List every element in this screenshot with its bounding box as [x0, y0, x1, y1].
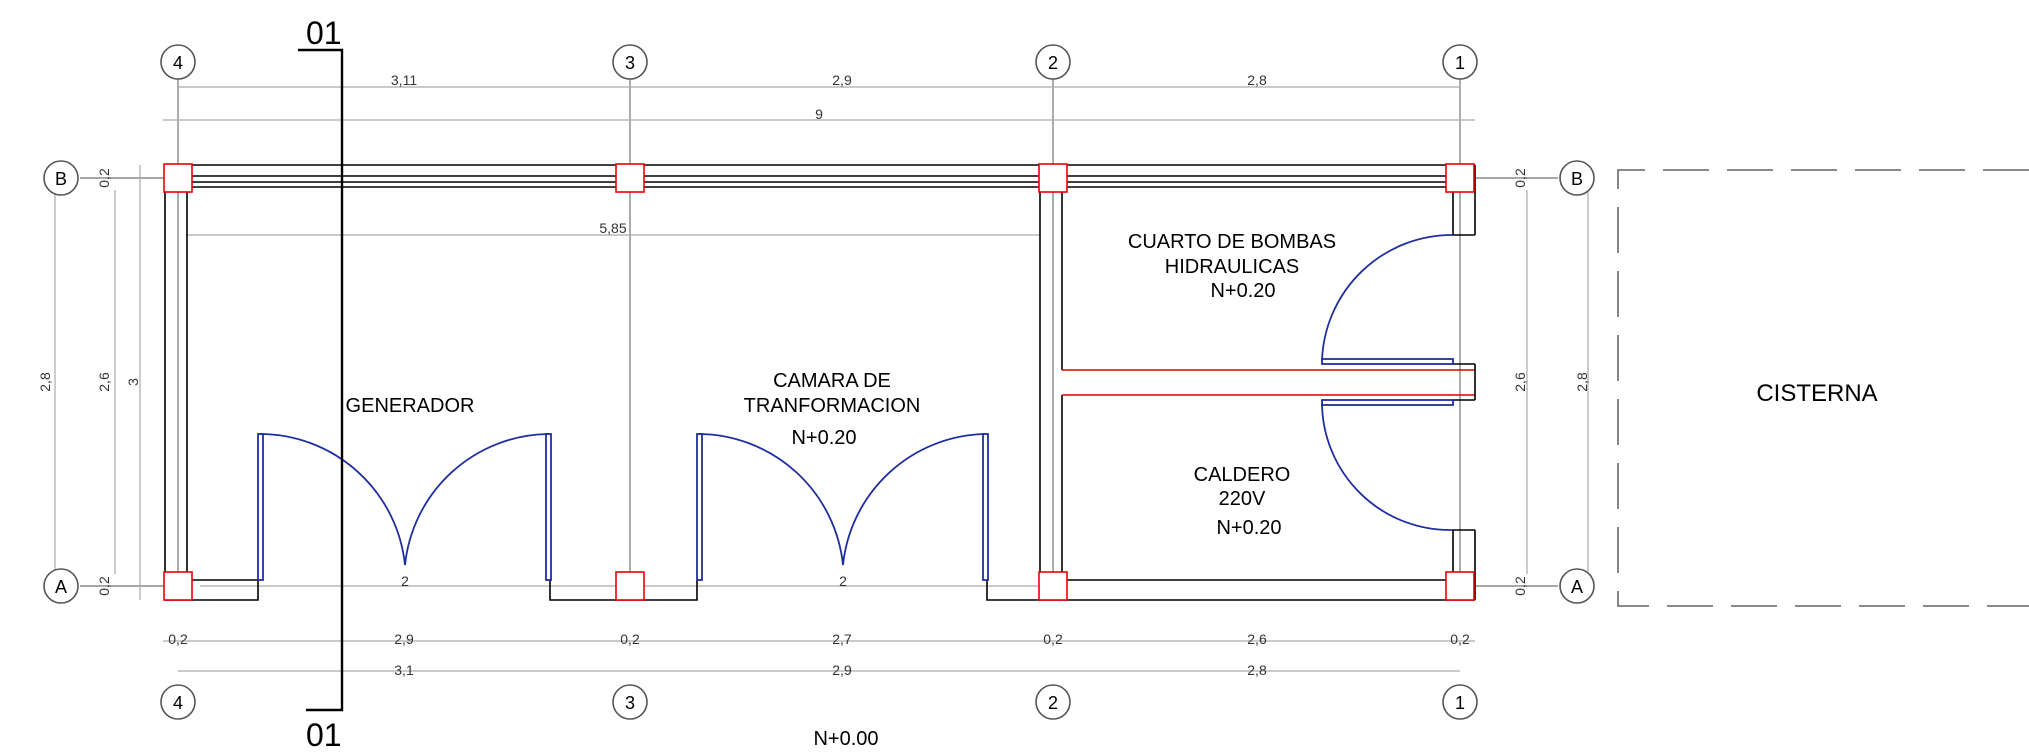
room-camara-line1: CAMARA DE — [773, 370, 891, 392]
door-swing — [404, 433, 549, 566]
dim-right-bottom-small: 0,2 — [1512, 576, 1528, 596]
column — [1445, 571, 1475, 601]
dim-left-top-small: 0,2 — [96, 168, 112, 188]
section-cut: 01 01 — [298, 15, 344, 753]
dim-right-top-small: 0,2 — [1512, 168, 1528, 188]
room-caldero-level: N+0.20 — [1216, 517, 1281, 539]
door-leaf — [1321, 399, 1454, 406]
dim-door-generador: 2 — [401, 573, 409, 589]
door-leaf — [982, 433, 989, 581]
doors — [257, 234, 1454, 581]
column — [615, 163, 645, 193]
dim-bottom-c: 0,2 — [620, 631, 640, 647]
dim-inner-top: 5,85 — [599, 220, 626, 236]
axis-label-a-left: A — [55, 577, 67, 597]
axis-label-1-bottom: 1 — [1455, 693, 1465, 713]
dim-left-outer: 2,8 — [37, 372, 53, 392]
axis-label-a-right: A — [1571, 577, 1583, 597]
dim-bottom-b: 2,9 — [394, 631, 414, 647]
room-caldero-line1: CALDERO — [1194, 464, 1291, 486]
room-labels: GENERADOR CAMARA DE TRANFORMACION N+0.20… — [346, 231, 1337, 539]
dim-door-camara: 2 — [839, 573, 847, 589]
axis-label-3-top: 3 — [625, 53, 635, 73]
room-bombas-line2: HIDRAULICAS — [1165, 256, 1299, 278]
room-cisterna: CISTERNA — [1756, 380, 1877, 407]
axis-label-1-top: 1 — [1455, 53, 1465, 73]
room-bombas-level: N+0.20 — [1210, 280, 1275, 302]
door-swing — [1321, 234, 1454, 362]
dim-top-3-2: 2,9 — [832, 72, 852, 88]
door-swing — [842, 433, 986, 566]
door-leaf — [545, 433, 552, 581]
room-camara-line2: TRANFORMACION — [744, 395, 921, 417]
dim-bottom2-3-2: 2,9 — [832, 662, 852, 678]
room-generador: GENERADOR — [346, 395, 475, 417]
column — [1445, 163, 1475, 193]
dim-bottom-e: 0,2 — [1043, 631, 1063, 647]
room-bombas-line1: CUARTO DE BOMBAS — [1128, 231, 1336, 253]
door-leaf — [1321, 358, 1454, 365]
axis-label-4-top: 4 — [173, 53, 183, 73]
door-swing — [1321, 402, 1454, 531]
door-leaf — [696, 433, 703, 581]
axis-label-2-top: 2 — [1048, 53, 1058, 73]
door-swing — [259, 433, 406, 566]
dim-top-2-1: 2,8 — [1247, 72, 1267, 88]
axis-bubbles: 4 3 2 1 4 3 2 1 B B A A — [43, 44, 1595, 720]
room-camara-level: N+0.20 — [791, 427, 856, 449]
axis-label-3-bottom: 3 — [625, 693, 635, 713]
dim-bottom-d: 2,7 — [832, 631, 852, 647]
dim-left-bottom-small: 0,2 — [96, 576, 112, 596]
cisterna-area: CISTERNA — [1617, 169, 2029, 607]
door-leaf — [257, 433, 264, 581]
grid-lines — [80, 76, 1558, 600]
dim-top-4-3: 3,11 — [391, 72, 417, 88]
dim-bottom2-2-1: 2,8 — [1247, 662, 1267, 678]
axis-label-b-right: B — [1571, 169, 1583, 189]
dim-bottom2-4-3: 3,1 — [394, 662, 414, 678]
dim-top-total: 9 — [815, 106, 823, 122]
axis-label-2-bottom: 2 — [1048, 693, 1058, 713]
axis-label-4-bottom: 4 — [173, 693, 183, 713]
column — [163, 571, 193, 601]
door-swing — [698, 433, 844, 566]
column — [615, 571, 645, 601]
dim-right-outer: 2,8 — [1574, 372, 1590, 392]
dim-bottom-a: 0,2 — [168, 631, 188, 647]
column — [1038, 163, 1068, 193]
dim-left-inner: 3 — [125, 378, 141, 386]
columns — [163, 163, 1475, 601]
dim-right-middle: 2,6 — [1512, 372, 1528, 392]
section-label-bottom: 01 — [306, 717, 342, 753]
dimension-labels: 3,11 2,9 2,8 9 5,85 0,2 2,9 0,2 2,7 0,2 … — [37, 72, 1590, 678]
section-label-top: 01 — [306, 15, 342, 51]
dim-bottom-f: 2,6 — [1247, 631, 1267, 647]
column — [163, 163, 193, 193]
walls — [164, 164, 1476, 601]
column — [1038, 571, 1068, 601]
room-caldero-line2: 220V — [1219, 488, 1266, 510]
dim-bottom-g: 0,2 — [1450, 631, 1470, 647]
ground-level-label: N+0.00 — [813, 728, 878, 750]
dim-left-middle: 2,6 — [96, 372, 112, 392]
axis-label-b-left: B — [55, 169, 67, 189]
